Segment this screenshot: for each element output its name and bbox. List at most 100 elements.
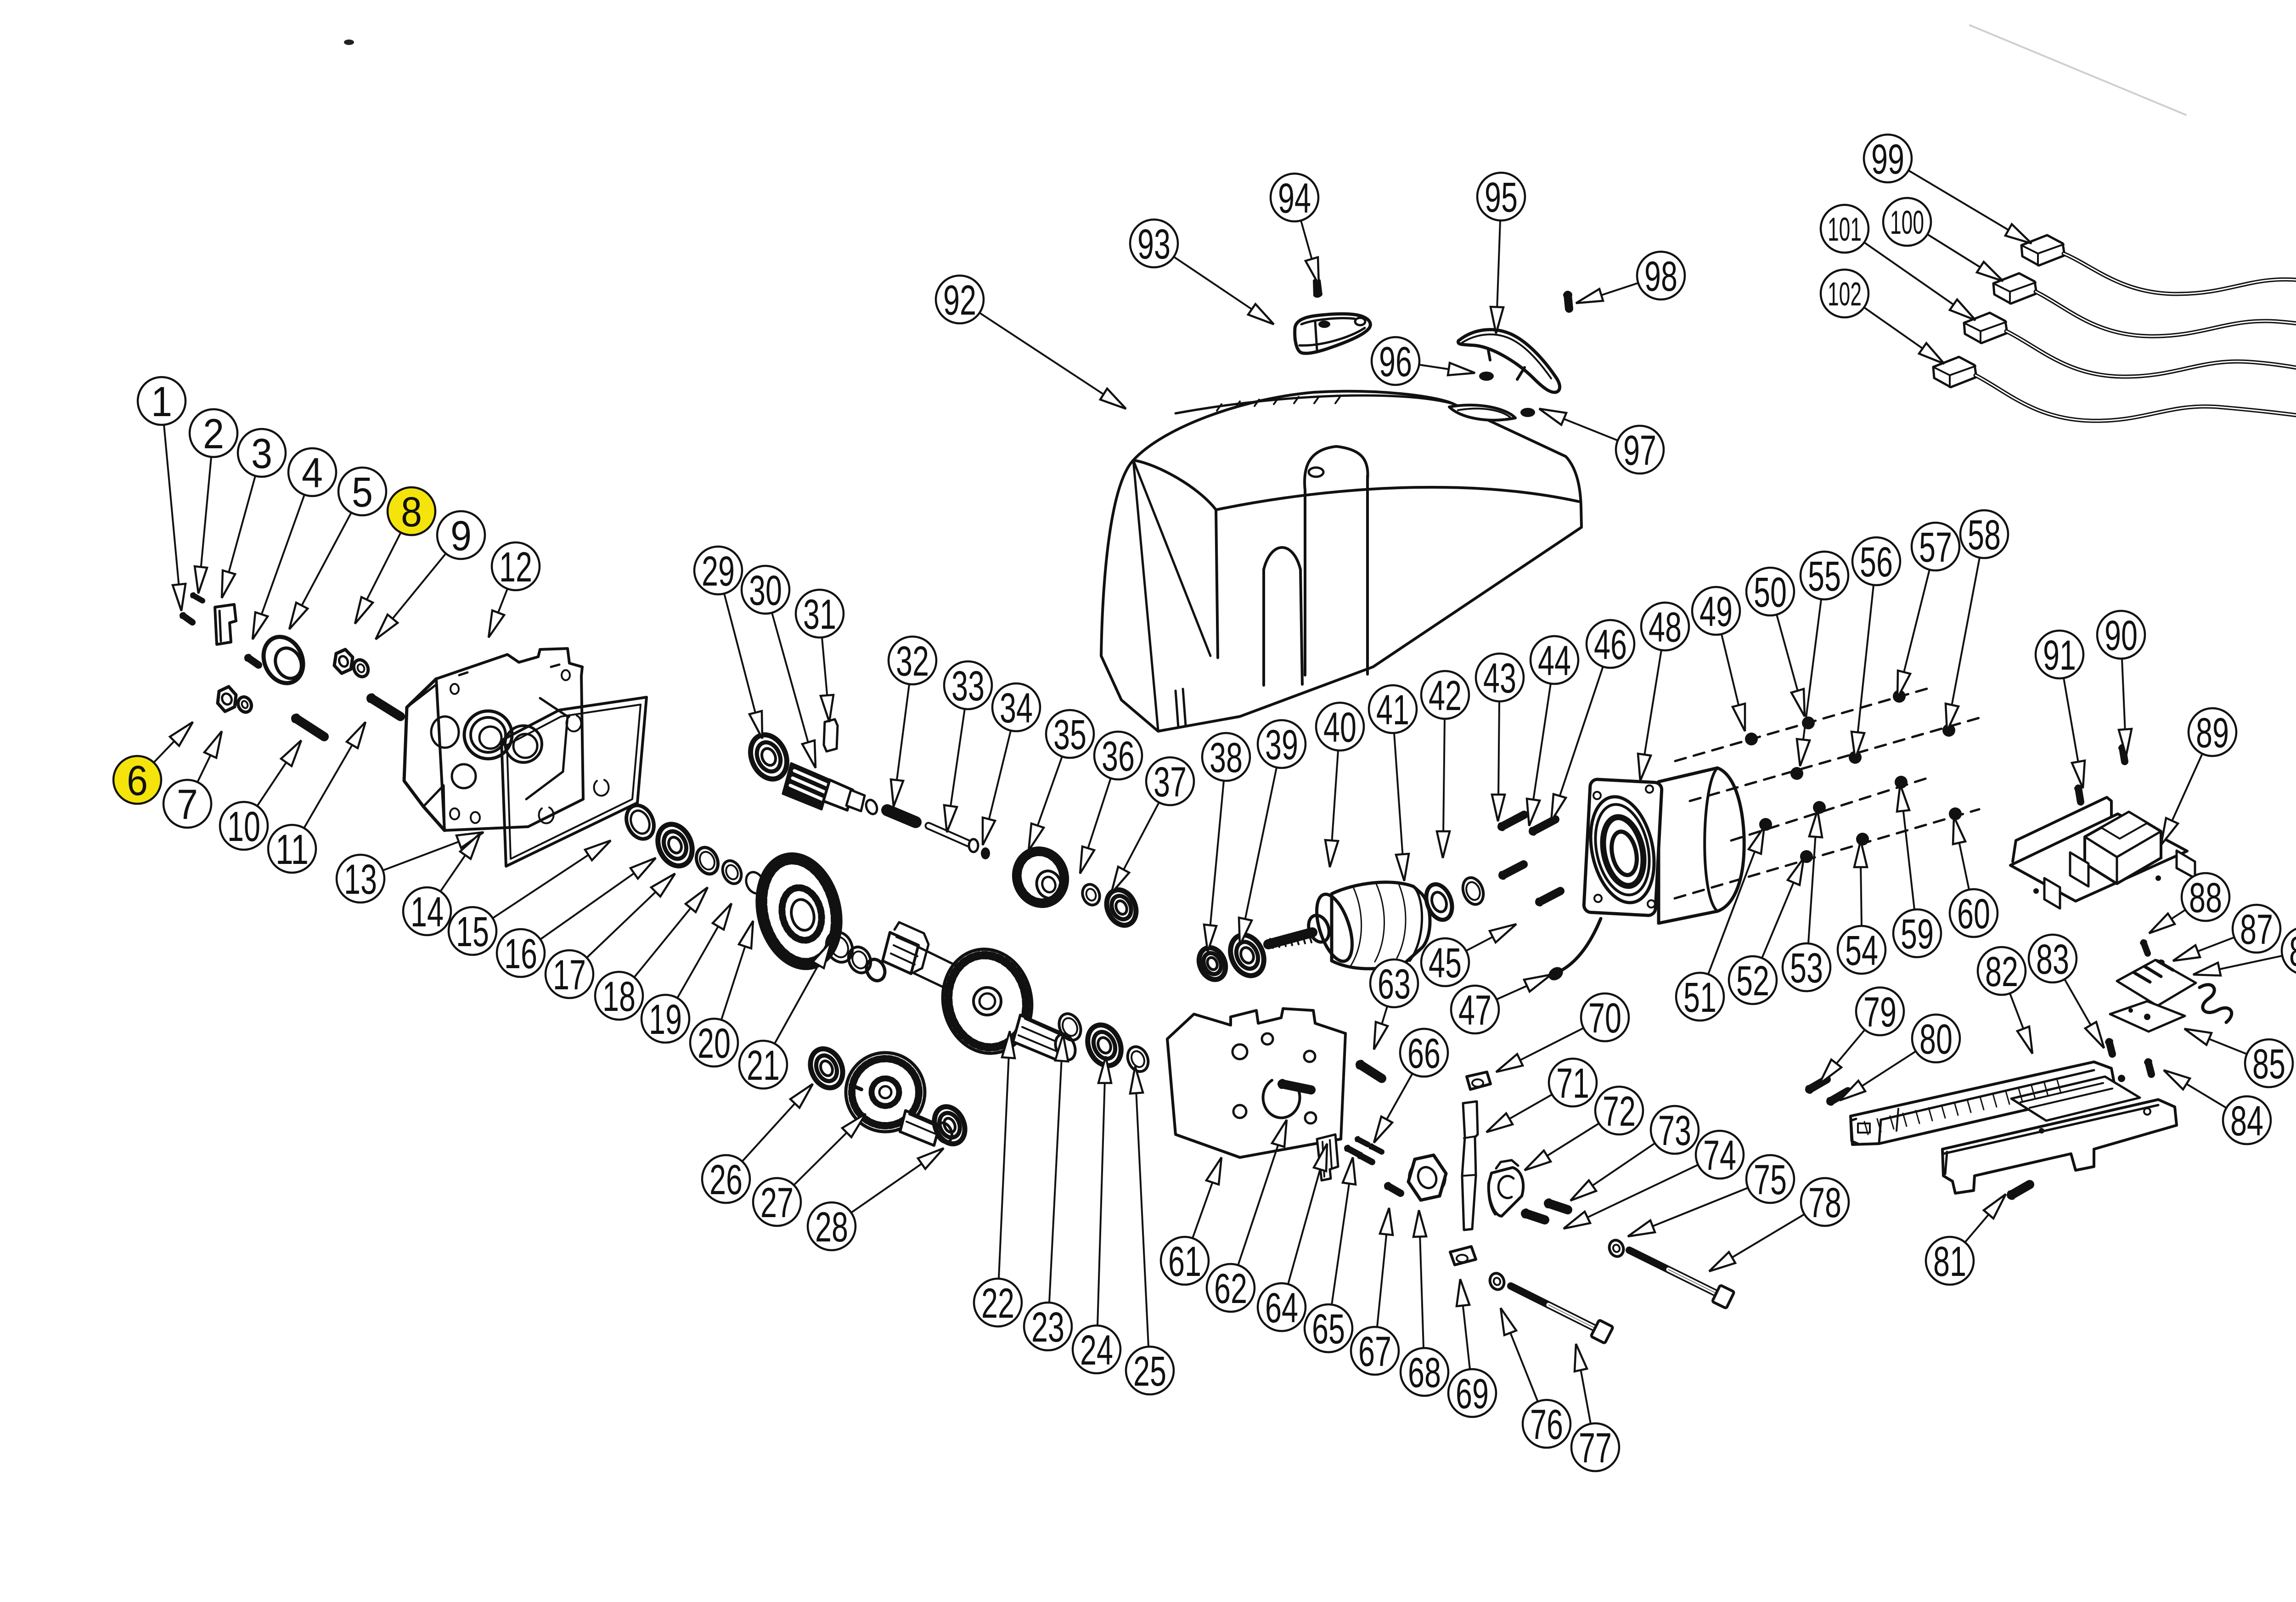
svg-text:55: 55	[1808, 553, 1841, 600]
svg-text:48: 48	[1649, 604, 1682, 651]
svg-text:64: 64	[1265, 1285, 1298, 1331]
svg-text:99: 99	[1871, 136, 1904, 183]
svg-text:11: 11	[276, 826, 309, 873]
svg-text:42: 42	[1429, 672, 1462, 719]
svg-text:41: 41	[1376, 687, 1409, 733]
svg-text:13: 13	[344, 856, 377, 903]
svg-text:59: 59	[1901, 911, 1934, 958]
svg-text:89: 89	[2196, 710, 2229, 756]
svg-text:101: 101	[1828, 211, 1862, 248]
svg-text:45: 45	[1429, 940, 1462, 987]
svg-text:94: 94	[1278, 175, 1311, 222]
svg-text:61: 61	[1168, 1238, 1201, 1285]
svg-text:82: 82	[1985, 948, 2018, 995]
svg-text:38: 38	[1210, 734, 1243, 781]
svg-text:1: 1	[151, 378, 172, 425]
svg-text:78: 78	[1808, 1179, 1841, 1226]
svg-text:50: 50	[1754, 569, 1787, 616]
svg-text:15: 15	[456, 908, 489, 955]
svg-text:19: 19	[649, 996, 682, 1043]
svg-text:93: 93	[1137, 221, 1171, 268]
svg-text:40: 40	[1323, 704, 1356, 751]
svg-text:68: 68	[1408, 1349, 1441, 1396]
svg-text:24: 24	[1080, 1327, 1113, 1374]
svg-text:39: 39	[1265, 722, 1298, 768]
svg-text:70: 70	[1588, 995, 1621, 1042]
svg-text:90: 90	[2105, 612, 2138, 659]
svg-text:98: 98	[1644, 253, 1677, 300]
svg-text:28: 28	[815, 1204, 848, 1251]
svg-text:12: 12	[499, 544, 532, 591]
svg-text:85: 85	[2252, 1041, 2285, 1088]
svg-text:31: 31	[803, 591, 836, 638]
svg-text:46: 46	[1594, 621, 1627, 668]
svg-text:7: 7	[177, 781, 198, 828]
svg-text:14: 14	[411, 889, 444, 936]
svg-text:72: 72	[1603, 1088, 1636, 1135]
svg-text:25: 25	[1133, 1348, 1166, 1395]
svg-text:71: 71	[1556, 1060, 1589, 1107]
svg-text:60: 60	[1957, 891, 1990, 937]
svg-text:75: 75	[1754, 1156, 1787, 1203]
svg-text:47: 47	[1458, 987, 1491, 1034]
svg-text:56: 56	[1860, 539, 1893, 586]
svg-text:102: 102	[1828, 276, 1862, 313]
svg-text:76: 76	[1530, 1401, 1563, 1448]
svg-text:65: 65	[1312, 1306, 1345, 1353]
svg-text:22: 22	[981, 1280, 1014, 1327]
svg-text:96: 96	[1379, 338, 1412, 385]
svg-text:74: 74	[1703, 1132, 1736, 1179]
svg-text:3: 3	[251, 430, 272, 477]
svg-text:54: 54	[1845, 927, 1878, 974]
svg-text:53: 53	[1790, 945, 1823, 992]
svg-text:67: 67	[1358, 1328, 1391, 1375]
svg-text:27: 27	[760, 1179, 793, 1226]
svg-text:10: 10	[227, 803, 260, 850]
svg-text:20: 20	[698, 1020, 731, 1067]
svg-text:63: 63	[1378, 961, 1411, 1008]
svg-text:34: 34	[1000, 685, 1033, 732]
svg-text:97: 97	[1623, 427, 1656, 474]
svg-text:66: 66	[1407, 1030, 1441, 1077]
svg-text:92: 92	[943, 277, 976, 324]
svg-text:62: 62	[1214, 1265, 1247, 1312]
svg-text:37: 37	[1154, 759, 1187, 806]
svg-text:52: 52	[1736, 958, 1769, 1004]
svg-text:2: 2	[203, 411, 224, 457]
svg-text:32: 32	[896, 638, 929, 685]
svg-text:4: 4	[302, 450, 323, 496]
svg-text:16: 16	[504, 931, 537, 977]
svg-text:23: 23	[1031, 1304, 1064, 1351]
svg-text:9: 9	[450, 513, 472, 559]
svg-text:77: 77	[1579, 1425, 1612, 1472]
svg-text:83: 83	[2036, 936, 2069, 983]
svg-text:88: 88	[2189, 874, 2222, 921]
svg-text:51: 51	[1683, 974, 1716, 1021]
svg-text:8: 8	[401, 489, 422, 536]
svg-text:57: 57	[1919, 524, 1952, 571]
svg-text:100: 100	[1890, 204, 1924, 241]
svg-text:17: 17	[553, 952, 586, 998]
svg-text:26: 26	[709, 1156, 743, 1203]
svg-text:36: 36	[1102, 733, 1135, 780]
svg-text:21: 21	[747, 1042, 780, 1089]
svg-text:43: 43	[1483, 655, 1516, 702]
svg-text:58: 58	[1968, 512, 2001, 558]
svg-text:84: 84	[2230, 1098, 2263, 1145]
svg-text:44: 44	[1538, 637, 1571, 684]
svg-text:30: 30	[749, 567, 782, 614]
svg-text:95: 95	[1485, 174, 1518, 221]
svg-text:5: 5	[352, 469, 373, 516]
svg-text:81: 81	[1933, 1238, 1966, 1285]
svg-text:80: 80	[1919, 1016, 1953, 1063]
svg-text:87: 87	[2240, 906, 2273, 953]
svg-text:29: 29	[702, 548, 735, 595]
svg-text:79: 79	[1863, 989, 1896, 1036]
svg-text:33: 33	[951, 663, 985, 710]
svg-text:73: 73	[1658, 1107, 1691, 1154]
svg-text:69: 69	[1456, 1371, 1489, 1417]
svg-text:6: 6	[127, 757, 148, 804]
svg-text:35: 35	[1053, 711, 1086, 758]
svg-text:18: 18	[602, 973, 636, 1020]
svg-text:49: 49	[1699, 588, 1733, 635]
